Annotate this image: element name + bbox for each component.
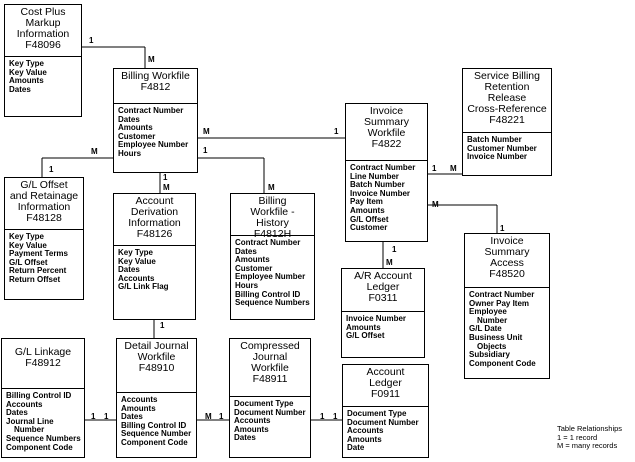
card-history-m: M [268,183,275,192]
card-billing-m-top: M [148,55,155,64]
entity-fields: Document Type Document Number Accounts A… [347,409,419,453]
card-invoice-1-bottom: 1 [392,245,397,254]
entity-fields: Invoice Number Amounts G/L Offset [346,314,407,341]
card-detail-m-right: M [205,412,212,421]
entity-gl-linkage: G/L Linkage F48912 Billing Control ID Ac… [1,338,85,458]
card-detail-1-left: 1 [104,412,109,421]
card-billing-1-right: 1 [203,146,208,155]
card-billing-m-left: M [91,147,98,156]
legend-title: Table Relationships [557,424,623,433]
entity-fields: Document Type Document Number Accounts A… [234,399,306,443]
entity-billing-workfile: Billing Workfile F4812 Contract Number D… [113,68,198,173]
entity-invoice-summary-access: Invoice Summary Access F48520 Contract N… [464,233,550,379]
card-ar-m: M [386,258,393,267]
entity-cost-plus-markup: Cost Plus Markup Information F48096 Key … [4,4,82,117]
entity-service-billing-retention: Service Billing Retention Release Cross-… [462,68,552,176]
entity-detail-journal-workfile: Detail Journal Workfile F48910 Accounts … [116,338,197,458]
entity-header: Invoice Summary Access F48520 [465,234,549,288]
entity-billing-workfile-history: Billing Workfile - History F4812H Contra… [230,193,315,320]
entity-fields: Key Type Key Value Amounts Dates [9,59,47,94]
entity-compressed-journal-workfile: Compressed Journal Workfile F48911 Docum… [229,338,311,458]
entity-header: G/L Linkage F48912 [14,346,72,369]
entity-fields: Contract Number Line Number Batch Number… [350,163,416,233]
card-ledger-1-left: 1 [333,412,338,421]
entity-header: Service Billing Retention Release Cross-… [463,69,551,133]
entity-header: Billing Workfile F4812 [114,69,197,104]
entity-header: Invoice Summary Workfile F4822 [346,104,427,161]
card-acctderiv-1: 1 [160,321,165,330]
relationship-legend: Table Relationships 1 = 1 record M = man… [557,424,623,451]
entity-header: Compressed Journal Workfile F48911 [230,339,310,397]
entity-account-derivation: Account Derivation Information F48126 Ke… [113,193,196,320]
legend-one: 1 = 1 record [557,432,598,442]
entity-fields: Contract Number Dates Amounts Customer E… [235,238,310,308]
entity-gl-offset-retainage: G/L Offset and Retainage Information F48… [4,177,84,300]
entity-header: A/R Account Ledger F0311 [342,269,424,312]
entity-header: Account Ledger F0911 [343,365,428,407]
entity-ar-account-ledger: A/R Account Ledger F0311 Invoice Number … [341,268,425,358]
entity-header: Cost Plus Markup Information F48096 [5,5,81,57]
card-invoice-1-left: 1 [334,127,339,136]
entity-header: Account Derivation Information F48126 [114,194,195,246]
card-acctderiv-m: M [163,183,170,192]
card-gloffset-1: 1 [49,165,54,174]
card-compressed-1-left: 1 [219,412,224,421]
entity-fields: Contract Number Owner Pay Item Employee … [469,290,536,368]
entity-fields: Contract Number Dates Amounts Customer E… [118,106,189,158]
card-invoice-m-right: M [432,200,439,209]
card-compressed-1-right: 1 [320,412,325,421]
legend-many: M = many records [557,441,618,451]
card-costplus-1: 1 [89,36,94,45]
card-service-m: M [450,164,457,173]
entity-fields: Key Type Key Value Dates Accounts G/L Li… [118,248,169,292]
entity-header: Billing Workfile - History F4812H [231,194,314,240]
entity-header: G/L Offset and Retainage Information F48… [5,178,83,230]
entity-invoice-summary-workfile: Invoice Summary Workfile F4822 Contract … [345,103,428,242]
entity-account-ledger: Account Ledger F0911 Document Type Docum… [342,364,429,458]
entity-fields: Key Type Key Value Payment Terms G/L Off… [9,232,68,284]
card-billing-1-bottom: 1 [163,173,168,182]
card-gllinkage-1: 1 [91,412,96,421]
card-access-1: 1 [500,224,505,233]
entity-fields: Accounts Amounts Dates Billing Control I… [121,395,192,447]
entity-fields: Billing Control ID Accounts Dates Journa… [2,388,84,455]
entity-header: Detail Journal Workfile F48910 [117,339,196,393]
card-invoice-1-right: 1 [432,164,437,173]
card-billing-m-right: M [203,127,210,136]
entity-fields: Batch Number Customer Number Invoice Num… [467,135,537,162]
